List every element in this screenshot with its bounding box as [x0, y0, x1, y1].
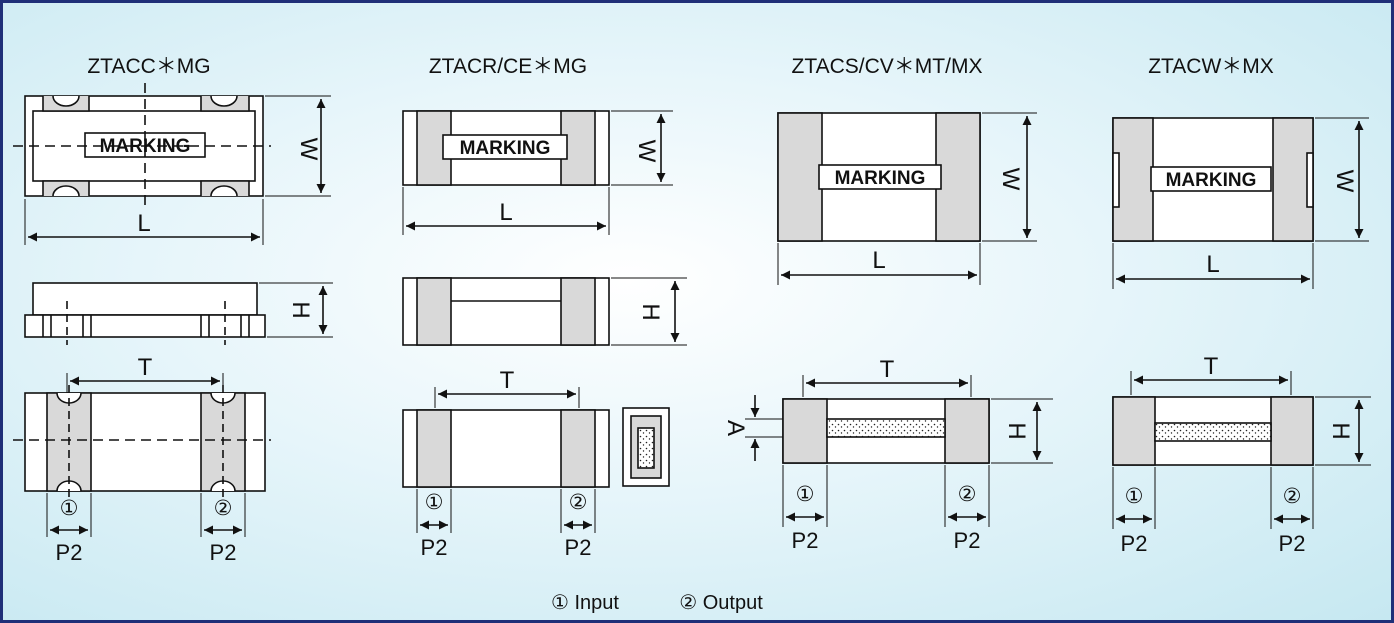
pin-1-marker: ① — [1125, 484, 1144, 508]
pin-2-marker: ② — [569, 490, 588, 514]
length-label: L — [1206, 251, 1219, 278]
length-label: L — [872, 247, 885, 274]
p2-label: P2 — [792, 528, 819, 553]
length-label: L — [499, 199, 512, 226]
width-label: W — [633, 140, 660, 163]
package-3-side-view — [745, 375, 1053, 527]
legend-output: ② Output — [679, 592, 763, 614]
package-2-side-view — [402, 277, 687, 346]
p2-label: P2 — [56, 540, 83, 565]
package-diagram: ZTACC＊MG ZTACR/CE＊MG ZTACS/CV＊MT/MX ZTAC… — [13, 55, 1371, 614]
terminal-pitch-label: T — [1204, 353, 1219, 380]
height-label: H — [1003, 422, 1030, 439]
p2-label: P2 — [565, 535, 592, 560]
p2-label: P2 — [421, 535, 448, 560]
terminal-pitch-label: T — [880, 356, 895, 383]
width-label: W — [997, 168, 1024, 191]
package-1-bottom-view — [13, 373, 271, 537]
pin-1-marker: ① — [796, 482, 815, 506]
pin-2-marker: ② — [214, 496, 233, 520]
package-2-title: ZTACR/CE＊MG — [429, 55, 587, 78]
pin-1-marker: ① — [60, 496, 79, 520]
terminal-pitch-label: T — [500, 367, 515, 394]
height-label: H — [637, 303, 664, 320]
a-dimension-label: A — [722, 420, 749, 436]
width-label: W — [1331, 170, 1358, 193]
height-label: H — [1327, 422, 1354, 439]
package-1-side-view — [24, 282, 333, 345]
package-3-top-view — [777, 112, 1037, 285]
package-2-top-view — [402, 110, 673, 235]
marking-label: MARKING — [100, 136, 191, 157]
length-label: L — [137, 210, 150, 237]
package-4-title: ZTACW＊MX — [1148, 55, 1274, 78]
p2-label: P2 — [1279, 531, 1306, 556]
p2-label: P2 — [954, 528, 981, 553]
package-1-title: ZTACC＊MG — [87, 55, 210, 78]
package-3-title: ZTACS/CV＊MT/MX — [792, 55, 983, 78]
terminal-pitch-label: T — [138, 354, 153, 381]
marking-label: MARKING — [460, 138, 551, 159]
pin-2-marker: ② — [1283, 484, 1302, 508]
p2-label: P2 — [210, 540, 237, 565]
package-4-top-view — [1112, 117, 1369, 289]
package-4-side-view — [1112, 371, 1371, 529]
package-2-end-view — [622, 407, 670, 487]
package-2-bottom-view — [402, 387, 610, 533]
pin-1-marker: ① — [425, 490, 444, 514]
pin-2-marker: ② — [958, 482, 977, 506]
height-label: H — [287, 301, 314, 318]
package-1-top-view — [13, 83, 331, 245]
p2-label: P2 — [1121, 531, 1148, 556]
marking-label: MARKING — [835, 168, 926, 189]
legend-input: ① Input — [551, 592, 619, 614]
marking-label: MARKING — [1166, 170, 1257, 191]
width-label: W — [295, 138, 322, 161]
